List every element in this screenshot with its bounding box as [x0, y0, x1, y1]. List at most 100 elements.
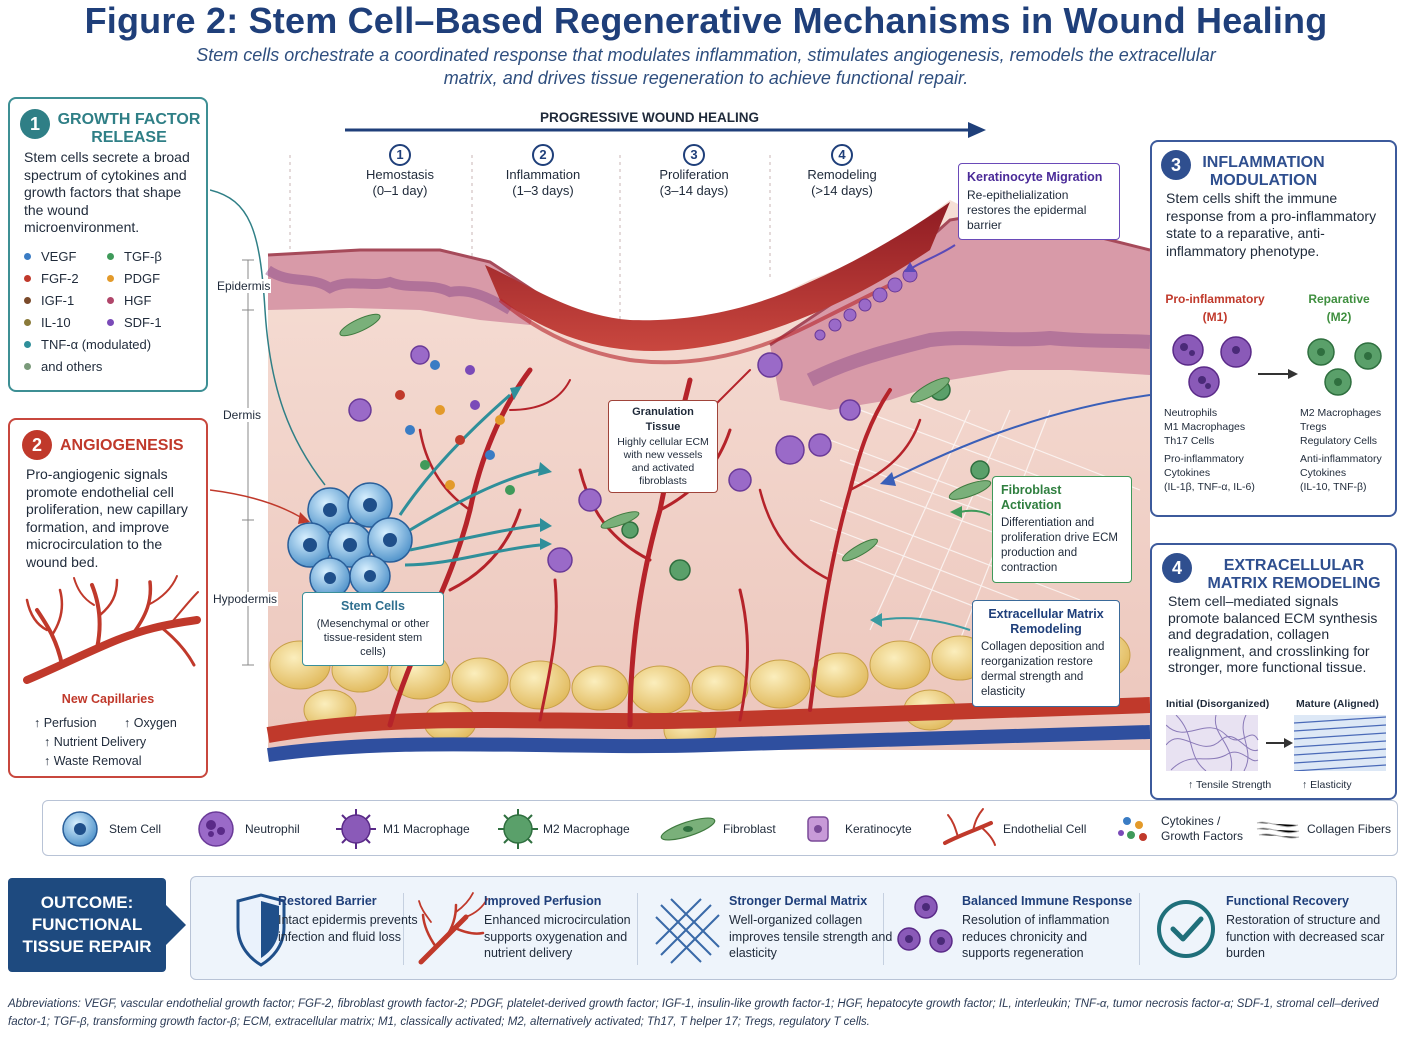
stage-label: Hemostasis(0–1 day) — [340, 167, 460, 199]
panel-description: Stem cell–mediated signals promote balan… — [1168, 593, 1378, 675]
capillary-illustration — [23, 575, 201, 684]
panel-title-line: INFLAMMATION — [1202, 154, 1325, 171]
outcome-title: Restored Barrier — [278, 894, 377, 908]
panel-title-line: RELEASE — [91, 129, 167, 146]
benefit-nutrient-delivery: ↑ Nutrient Delivery — [44, 735, 147, 749]
reparative-item: Anti-inflammatory — [1300, 453, 1382, 465]
legend-label-fibroblast: Fibroblast — [723, 822, 776, 836]
factor-label: HGF — [124, 293, 152, 308]
callout-title: Granulation Tissue — [632, 406, 694, 433]
pro-inflammatory-item: (IL-1β, TNF-α, IL-6) — [1164, 481, 1255, 493]
panel-growth-factor-release: 1 GROWTH FACTOR RELEASE Stem cells secre… — [8, 97, 208, 392]
legend-icons — [62, 808, 1300, 849]
panel-number-1: 1 — [20, 109, 50, 139]
stage-label: Inflammation(1–3 days) — [483, 167, 603, 199]
callout-stem-cells: Stem Cells (Mesenchymal or other tissue-… — [302, 592, 444, 666]
stage-name: Inflammation — [505, 167, 581, 182]
reparative-item: Cytokines — [1300, 467, 1347, 479]
outcome-separator — [883, 893, 884, 965]
legend-label-cytokines: Cytokines / Growth Factors — [1161, 814, 1244, 843]
legend-label-keratinocyte: Keratinocyte — [845, 822, 912, 836]
factor-dot — [107, 253, 114, 260]
panel-title: GROWTH FACTOR RELEASE — [54, 111, 204, 147]
panel-description: Stem cells shift the immune response fro… — [1166, 190, 1377, 259]
factor-label: TNF-α (modulated) — [41, 337, 152, 352]
factor-dot — [24, 341, 31, 348]
outcome-separator — [403, 893, 404, 965]
stage-label: Remodeling(>14 days) — [782, 167, 902, 199]
panel-ecm-remodeling: 4 EXTRACELLULAR MATRIX REMODELING Stem c… — [1150, 543, 1397, 800]
stage-name: Hemostasis — [366, 167, 434, 182]
legend-label-neutrophil: Neutrophil — [245, 822, 300, 836]
outcome-title: Functional Recovery — [1226, 894, 1349, 908]
outcome-badge: OUTCOME: FUNCTIONAL TISSUE REPAIR — [8, 878, 166, 972]
header-line: (M2) — [1326, 310, 1352, 324]
panel-description: Stem cells secrete a broad spectrum of c… — [24, 149, 190, 235]
growth-factor-item: TNF-α (modulated) — [24, 337, 151, 352]
panel-description: Pro-angiogenic signals promote endotheli… — [26, 466, 188, 570]
timeline-label: PROGRESSIVE WOUND HEALING — [540, 110, 760, 125]
panel-inflammation-modulation: 3 INFLAMMATION MODULATION Stem cells shi… — [1150, 140, 1397, 517]
panel-number-4: 4 — [1162, 553, 1192, 583]
layer-label-dermis: Dermis — [222, 408, 262, 422]
panel-title-line: GROWTH FACTOR — [57, 111, 201, 128]
layer-label-hypodermis: Hypodermis — [212, 592, 279, 606]
header-line: (M1) — [1202, 310, 1228, 324]
factor-dot — [24, 275, 31, 282]
growth-factor-item: VEGF — [24, 249, 76, 264]
stage-label: Proliferation(3–14 days) — [634, 167, 754, 199]
stage-days: (3–14 days) — [659, 183, 729, 198]
macrophage-shift-illustration — [1172, 334, 1382, 398]
outcome-separator — [637, 893, 638, 965]
factor-dot — [24, 253, 31, 260]
factor-dot — [107, 275, 114, 282]
outcome-title: Balanced Immune Response — [962, 894, 1133, 908]
callout-ecm-remodeling: Extracellular Matrix Remodeling Collagen… — [972, 600, 1120, 707]
panel-number-3: 3 — [1161, 150, 1191, 180]
callout-title: Keratinocyte Migration — [967, 170, 1103, 184]
collagen-comparison — [1166, 715, 1386, 771]
factor-label: TGF-β — [124, 249, 162, 264]
growth-factor-item: IGF-1 — [24, 293, 74, 308]
tensile-strength-label: ↑ Tensile Strength — [1188, 779, 1272, 791]
stage-number: 2 — [532, 144, 554, 166]
panel-title: EXTRACELLULAR MATRIX REMODELING — [1196, 557, 1392, 593]
benefit-perfusion: ↑ Perfusion — [34, 716, 97, 730]
reparative-header: Reparative (M2) — [1280, 290, 1398, 326]
callout-title: Extracellular Matrix Remodeling — [988, 607, 1104, 636]
growth-factor-item: HGF — [107, 293, 151, 308]
factor-dot — [24, 297, 31, 304]
stage-number: 4 — [831, 144, 853, 166]
factor-label: PDGF — [124, 271, 161, 286]
callout-fibroblast-activation: Fibroblast Activation Differentiation an… — [992, 476, 1132, 583]
initial-label: Initial (Disorganized) — [1166, 698, 1270, 710]
reparative-item: Tregs — [1300, 421, 1327, 433]
legend-label-stem-cell: Stem Cell — [109, 822, 162, 836]
stage-number: 1 — [389, 144, 411, 166]
callout-text: Collagen deposition and reorganization r… — [981, 641, 1105, 698]
outcome-icons — [236, 892, 1215, 967]
stage-days: (>14 days) — [811, 183, 873, 198]
pro-inflammatory-item: Neutrophils — [1164, 407, 1218, 419]
stage-name: Remodeling — [807, 167, 877, 182]
reparative-item: M2 Macrophages — [1300, 407, 1382, 419]
factor-label: IL-10 — [41, 315, 71, 330]
panel-title-line: MODULATION — [1209, 172, 1318, 189]
stage-days: (1–3 days) — [512, 183, 574, 198]
header-line: Reparative — [1308, 292, 1370, 306]
benefit-waste-removal: ↑ Waste Removal — [44, 754, 142, 768]
growth-factor-item: and others — [24, 359, 102, 374]
panel-title: ANGIOGENESIS — [60, 437, 184, 454]
factor-label: VEGF — [41, 249, 77, 264]
outcome-arrow — [166, 905, 186, 945]
growth-factor-item: IL-10 — [24, 315, 71, 330]
pro-inflammatory-item: M1 Macrophages — [1164, 421, 1246, 433]
capillary-label: New Capillaries — [61, 692, 155, 706]
stage-number: 3 — [683, 144, 705, 166]
layer-label-epidermis: Epidermis — [216, 279, 272, 293]
legend-label-collagen-fibers: Collagen Fibers — [1307, 822, 1392, 836]
callout-title: Stem Cells — [341, 599, 405, 613]
pro-inflammatory-item: Cytokines — [1164, 467, 1211, 479]
outcome-text: Resolution of inflammation reduces chron… — [962, 913, 1110, 960]
